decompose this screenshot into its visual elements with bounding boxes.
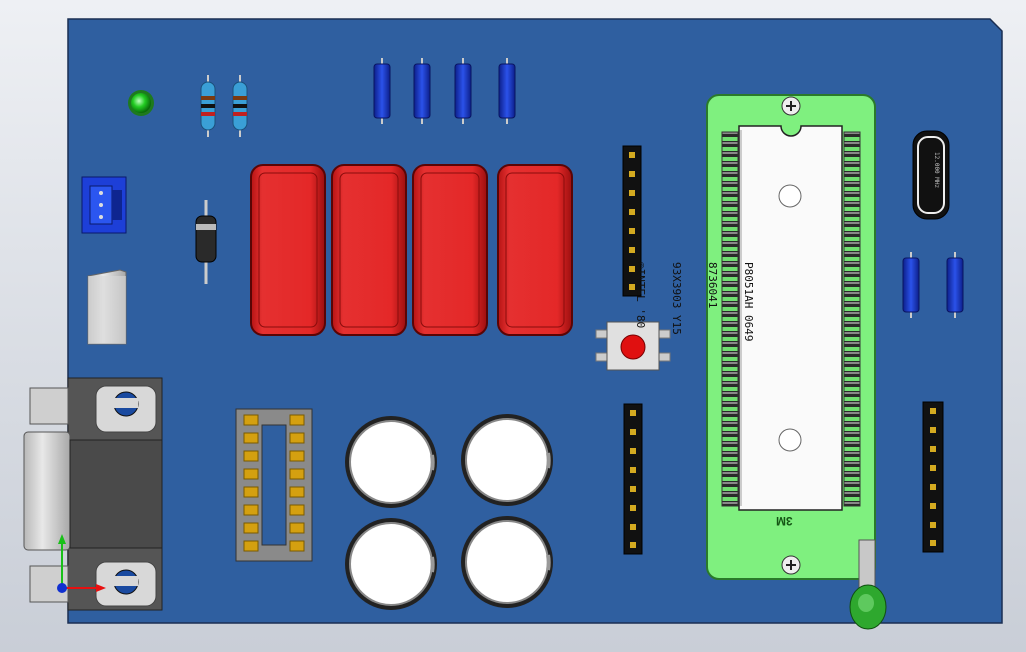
zif-socket-brand: 3M <box>776 514 793 528</box>
gray-block[interactable] <box>87 269 127 345</box>
db9-connector[interactable] <box>23 377 163 611</box>
chip-marking-line-3: 93X3903 Y15 <box>670 262 683 335</box>
socket-screw-top <box>781 96 801 116</box>
chip-marking-line-1: P8051AH 0649 <box>742 262 755 342</box>
chip-marking-line-4: ©INTEL '80 <box>634 262 647 329</box>
pin-header-2[interactable] <box>623 403 643 555</box>
resistor-blue-right[interactable] <box>902 252 964 318</box>
chip-marking: P8051AH 0649 8736041 93X3903 Y15 ©INTEL … <box>622 262 778 354</box>
crystal-oscillator[interactable] <box>912 130 950 220</box>
pin-header-3[interactable] <box>922 401 944 553</box>
pin-header-1[interactable] <box>622 145 642 297</box>
chip-marking-line-2: 8736041 <box>706 262 719 309</box>
resistor-small-1[interactable] <box>200 75 216 137</box>
film-capacitor-group[interactable] <box>250 164 573 336</box>
led-green[interactable] <box>128 90 154 116</box>
microcontroller-chip[interactable] <box>738 125 843 511</box>
dip16-socket[interactable] <box>235 408 313 562</box>
resistor-blue-top[interactable] <box>373 58 516 124</box>
zif-lever[interactable] <box>858 539 876 591</box>
jst-connector[interactable] <box>81 176 127 234</box>
coordinate-triad <box>57 534 106 593</box>
crystal-marking: 12.000 MHz <box>933 152 940 189</box>
push-button[interactable] <box>595 321 671 371</box>
resistor-small-2[interactable] <box>232 75 248 137</box>
diode[interactable] <box>195 200 217 284</box>
electrolytic-capacitor-group[interactable] <box>345 414 553 610</box>
socket-screw-bottom <box>781 555 801 575</box>
